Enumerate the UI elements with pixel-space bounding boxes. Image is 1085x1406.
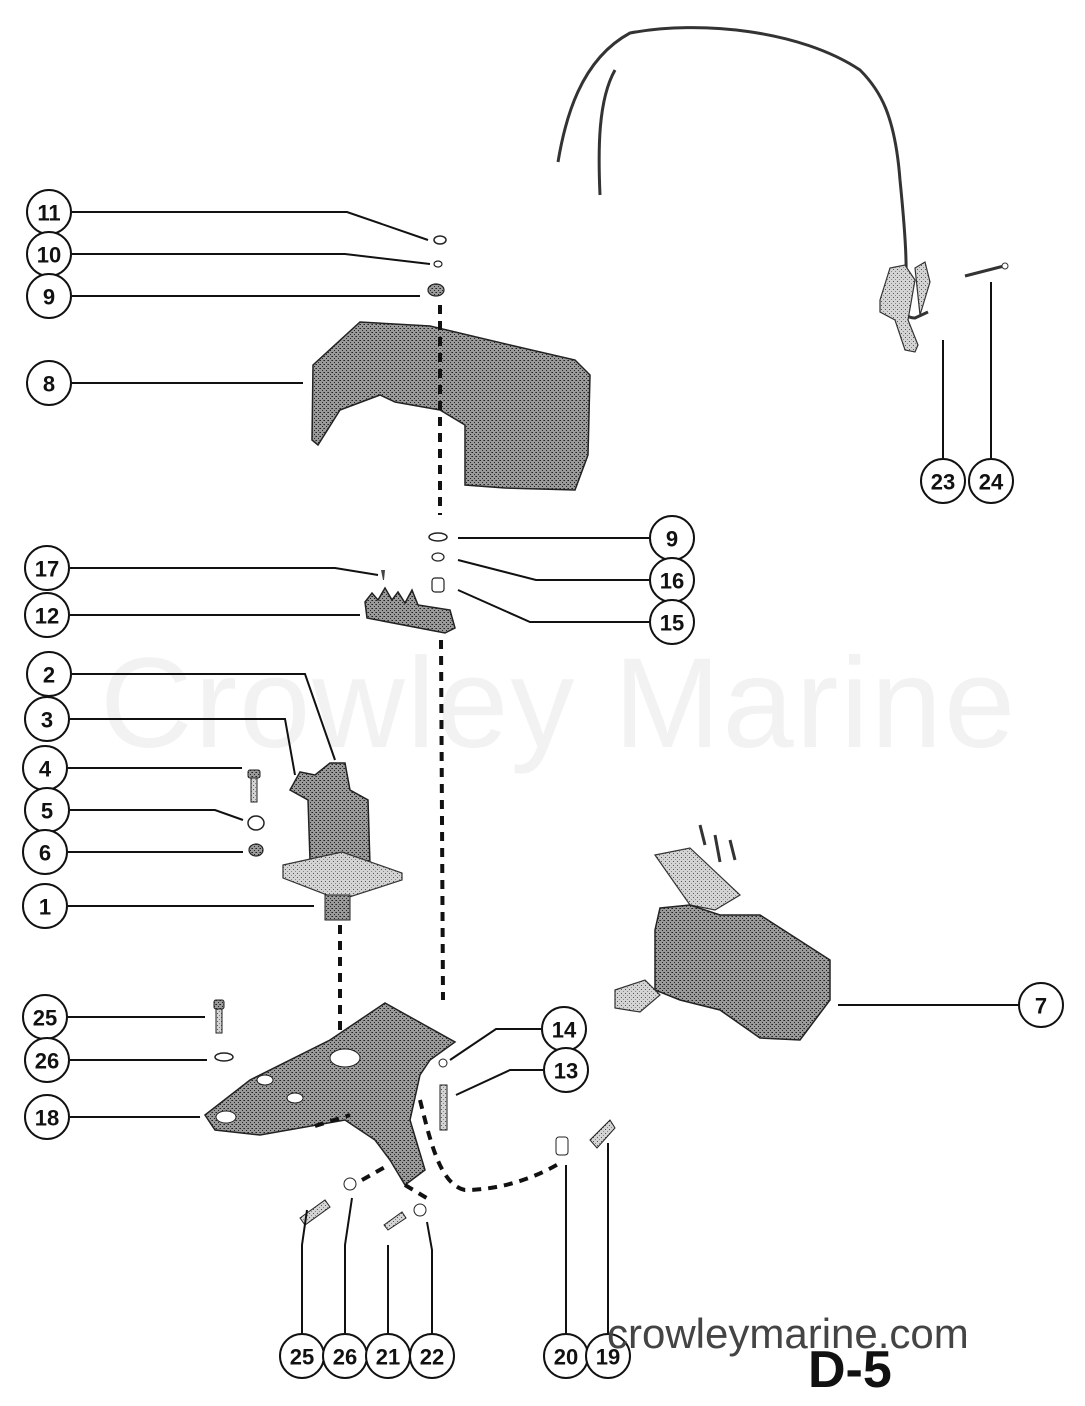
callout-number: 7 bbox=[1035, 994, 1047, 1019]
callout-number: 23 bbox=[931, 470, 955, 495]
callout-6: 6 bbox=[22, 829, 243, 875]
callout-26: 26 bbox=[322, 1197, 368, 1379]
callout-25: 25 bbox=[279, 1209, 325, 1379]
callout-number: 15 bbox=[660, 611, 684, 636]
callout-number: 17 bbox=[35, 557, 59, 582]
callout-number: 3 bbox=[41, 708, 53, 733]
callout-9: 9 bbox=[26, 273, 420, 319]
callout-circle bbox=[585, 1333, 631, 1379]
callout-3: 3 bbox=[24, 696, 296, 776]
callout-number: 11 bbox=[37, 201, 60, 226]
callout-number: 25 bbox=[33, 1006, 57, 1031]
leader-line bbox=[72, 673, 336, 761]
callout-21: 21 bbox=[365, 1245, 411, 1379]
callout-number: 26 bbox=[35, 1049, 59, 1074]
leader-line bbox=[72, 253, 431, 265]
callout-26: 26 bbox=[24, 1037, 207, 1083]
leader-line bbox=[344, 1197, 353, 1333]
footer-url: crowleymarine.com bbox=[607, 1310, 969, 1357]
callout-10: 10 bbox=[26, 231, 431, 277]
callout-number: 22 bbox=[420, 1345, 444, 1370]
leader-line bbox=[70, 567, 379, 576]
callout-number: 4 bbox=[39, 757, 52, 782]
callout-9: 9 bbox=[458, 515, 695, 561]
callout-number: 12 bbox=[35, 604, 59, 629]
callout-circle bbox=[409, 1333, 455, 1379]
callout-24: 24 bbox=[968, 282, 1014, 504]
terminal-block-part-12 bbox=[364, 586, 456, 634]
page-code: D-5 bbox=[808, 1341, 892, 1399]
callout-number: 24 bbox=[979, 470, 1004, 495]
leader-line bbox=[72, 211, 429, 241]
callout-1: 1 bbox=[22, 883, 314, 929]
callout-number: 25 bbox=[290, 1345, 314, 1370]
callout-25: 25 bbox=[22, 994, 205, 1040]
trim-motor-part-7 bbox=[614, 824, 831, 1041]
callout-4: 4 bbox=[22, 745, 242, 791]
callout-circle bbox=[22, 883, 68, 929]
callout-14: 14 bbox=[449, 1006, 587, 1061]
callout-19: 19 bbox=[585, 1143, 631, 1379]
callout-number: 6 bbox=[39, 841, 51, 866]
callout-circle bbox=[24, 1037, 70, 1083]
callout-15: 15 bbox=[457, 589, 695, 645]
callout-circle bbox=[26, 651, 72, 697]
callout-circle bbox=[22, 829, 68, 875]
callout-circle bbox=[24, 696, 70, 742]
callout-number: 26 bbox=[333, 1345, 357, 1370]
callout-number: 9 bbox=[43, 285, 55, 310]
callout-8: 8 bbox=[26, 360, 303, 406]
callout-circle bbox=[24, 592, 70, 638]
leader-line bbox=[426, 1221, 433, 1333]
leader-line bbox=[70, 809, 244, 821]
callout-circle bbox=[24, 1094, 70, 1140]
solenoid-assembly bbox=[247, 762, 403, 921]
watermark-text: Crowley Marine bbox=[100, 632, 1018, 775]
callout-number: 19 bbox=[596, 1345, 620, 1370]
leader-line bbox=[457, 559, 649, 581]
callout-circle bbox=[649, 599, 695, 645]
callout-number: 13 bbox=[554, 1059, 578, 1084]
callout-number: 14 bbox=[552, 1018, 577, 1043]
callout-12: 12 bbox=[24, 592, 360, 638]
callout-23: 23 bbox=[920, 340, 966, 504]
callout-number: 18 bbox=[35, 1106, 59, 1131]
callout-number: 21 bbox=[376, 1345, 400, 1370]
callout-22: 22 bbox=[409, 1221, 455, 1379]
callout-number: 9 bbox=[666, 527, 678, 552]
callout-circle bbox=[1018, 982, 1064, 1028]
callout-16: 16 bbox=[457, 557, 695, 603]
cover-part-8 bbox=[311, 321, 591, 491]
callout-number: 1 bbox=[39, 895, 51, 920]
callout-number: 10 bbox=[37, 243, 61, 268]
callout-circle bbox=[543, 1047, 589, 1093]
leader-line bbox=[457, 589, 649, 623]
leader-line bbox=[449, 1028, 541, 1061]
callout-18: 18 bbox=[24, 1094, 200, 1140]
callout-number: 2 bbox=[43, 663, 55, 688]
callout-20: 20 bbox=[543, 1165, 589, 1379]
callout-circle bbox=[26, 273, 72, 319]
callout-17: 17 bbox=[24, 545, 379, 591]
callout-circle bbox=[920, 458, 966, 504]
mounting-bracket-part-18 bbox=[203, 1002, 457, 1187]
callout-number: 20 bbox=[554, 1345, 578, 1370]
callout-13: 13 bbox=[455, 1047, 589, 1096]
callout-circle bbox=[968, 458, 1014, 504]
callout-circle bbox=[26, 360, 72, 406]
leader-line bbox=[455, 1069, 543, 1096]
callout-7: 7 bbox=[838, 982, 1064, 1028]
callout-circle bbox=[24, 545, 70, 591]
callout-number: 8 bbox=[43, 372, 55, 397]
callout-11: 11 bbox=[26, 189, 429, 241]
leader-line bbox=[301, 1209, 308, 1333]
callout-number: 16 bbox=[660, 569, 684, 594]
callout-2: 2 bbox=[26, 651, 336, 761]
callout-5: 5 bbox=[24, 787, 244, 833]
wire-harness bbox=[556, 26, 1009, 353]
top-hardware bbox=[427, 235, 447, 297]
callout-number: 5 bbox=[41, 799, 53, 824]
leader-line bbox=[70, 718, 296, 776]
